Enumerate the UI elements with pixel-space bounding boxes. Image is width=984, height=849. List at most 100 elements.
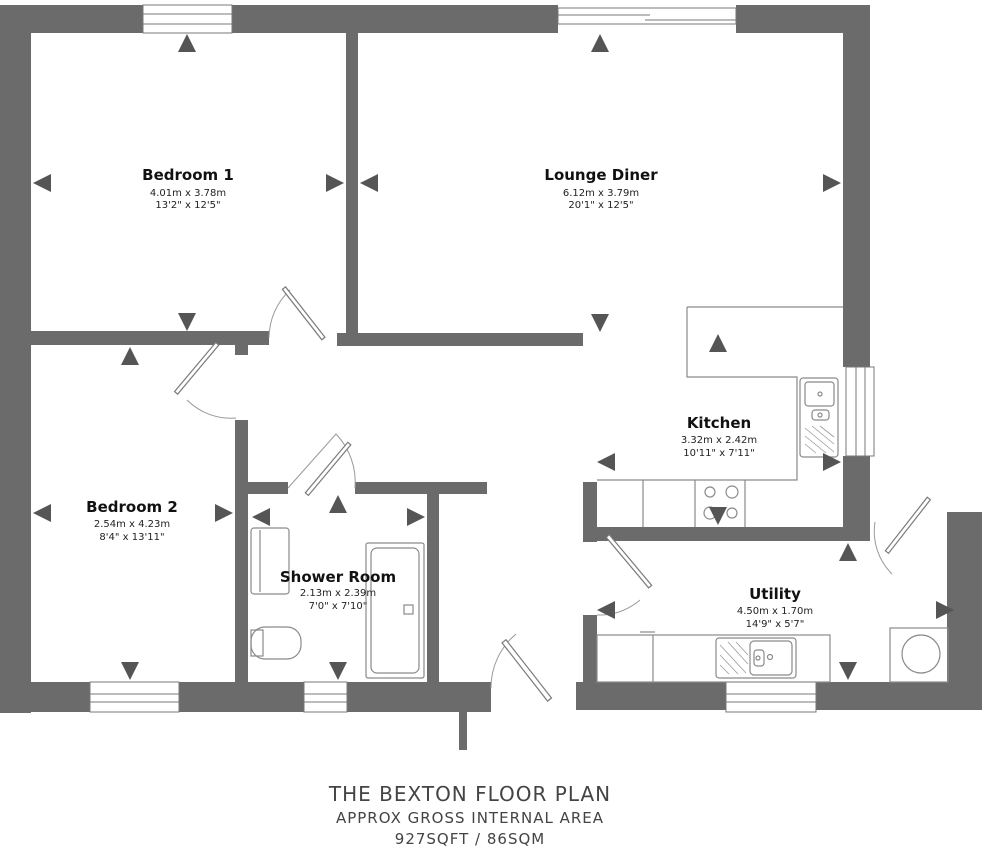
plan-title: THE BEXTON FLOOR PLAN	[328, 782, 611, 806]
toilet	[250, 626, 302, 660]
wall-bottom-1	[0, 682, 90, 712]
room-lounge-diner: Lounge Diner 6.12m x 3.79m 20'1" x 12'5"	[544, 166, 658, 211]
door-front-arc	[490, 633, 517, 689]
door-utility-leaf	[605, 533, 653, 589]
wall-utility-left	[583, 615, 597, 710]
utility-worktop	[596, 634, 831, 683]
arrow-left	[33, 504, 51, 522]
arrows	[33, 34, 954, 680]
room-dim-imperial: 8'4" x 13'11"	[99, 532, 164, 543]
room-dim-imperial: 10'11" x 7'11"	[683, 448, 755, 459]
arrow-right	[936, 601, 954, 619]
arrow-up	[329, 495, 347, 513]
fixtures	[250, 306, 949, 683]
window-utility	[725, 681, 817, 713]
arrow-up	[591, 34, 609, 52]
arrow-right	[215, 504, 233, 522]
room-dim-metric: 4.50m x 1.70m	[737, 606, 813, 617]
window-shower	[303, 681, 348, 713]
arrow-right	[326, 174, 344, 192]
arrow-down	[591, 314, 609, 332]
room-dim-metric: 2.54m x 4.23m	[94, 519, 170, 530]
room-labels: Bedroom 1 4.01m x 3.78m 13'2" x 12'5" Lo…	[86, 166, 813, 630]
arrow-right	[823, 174, 841, 192]
arrow-left	[597, 453, 615, 471]
room-dim-imperial: 14'9" x 5'7"	[746, 619, 805, 630]
windows	[89, 4, 875, 713]
arrow-down	[178, 313, 196, 331]
arrow-up	[709, 334, 727, 352]
room-name: Kitchen	[687, 414, 751, 432]
room-dim-imperial: 20'1" x 12'5"	[568, 200, 633, 211]
arrow-down	[709, 507, 727, 525]
arrow-down	[329, 662, 347, 680]
kitchen-sink	[799, 377, 839, 458]
room-dim-metric: 4.01m x 3.78m	[150, 188, 226, 199]
room-bedroom-1: Bedroom 1 4.01m x 3.78m 13'2" x 12'5"	[142, 166, 234, 211]
room-shower-room: Shower Room 2.13m x 2.39m 7'0" x 7'10"	[280, 568, 396, 612]
door-front-leaf	[501, 638, 553, 702]
wall-top-mid	[232, 5, 558, 33]
door-shower-arc	[287, 433, 356, 489]
window-kitchen	[845, 366, 875, 457]
window-bed2	[89, 681, 180, 713]
wall-bed2-right	[235, 420, 248, 682]
arrow-right	[823, 453, 841, 471]
wall-right-upper	[843, 5, 870, 367]
door-back-arc	[873, 521, 893, 575]
room-name: Lounge Diner	[544, 166, 658, 184]
arrow-up	[178, 34, 196, 52]
wall-right-kitchen	[843, 456, 870, 538]
wall-bed2-stub	[235, 345, 248, 355]
arrow-up	[839, 543, 857, 561]
arrow-down	[839, 662, 857, 680]
wall-shower-top-2	[355, 482, 487, 494]
window-lounge	[557, 7, 737, 25]
arrow-left	[360, 174, 378, 192]
door-back-leaf	[884, 496, 932, 555]
wall-shower-top-1	[248, 482, 288, 494]
wall-bed1-bottom	[31, 331, 269, 345]
room-dim-metric: 6.12m x 3.79m	[563, 188, 639, 199]
arrow-up	[121, 347, 139, 365]
room-bedroom-2: Bedroom 2 2.54m x 4.23m 8'4" x 13'11"	[86, 498, 178, 543]
room-name: Bedroom 1	[142, 166, 234, 184]
wall-utility-bottom-1	[576, 682, 726, 710]
room-utility: Utility 4.50m x 1.70m 14'9" x 5'7"	[737, 585, 813, 630]
room-kitchen: Kitchen 3.32m x 2.42m 10'11" x 7'11"	[681, 414, 757, 459]
shower-tray	[365, 542, 425, 679]
room-name: Shower Room	[280, 568, 396, 586]
room-name: Bedroom 2	[86, 498, 178, 516]
kitchen-counter	[597, 306, 843, 481]
washing-machine	[889, 627, 949, 683]
wall-stub	[459, 700, 467, 750]
plan-area: 927SQFT / 86SQM	[395, 830, 545, 848]
arrow-down	[121, 662, 139, 680]
door-bed2-leaf	[173, 341, 220, 395]
plan-subtitle: APPROX GROSS INTERNAL AREA	[336, 809, 604, 827]
wall-utility-right	[947, 512, 982, 710]
wall-shower-right	[427, 494, 439, 682]
wall-kitchen-bottom	[583, 527, 870, 541]
door-shower-leaf	[304, 441, 352, 497]
walls	[0, 5, 982, 750]
door-bed1-leaf	[281, 286, 326, 341]
plan-footer: THE BEXTON FLOOR PLAN APPROX GROSS INTER…	[328, 782, 611, 848]
wall-lounge-bottom	[337, 333, 583, 346]
arrow-left	[252, 508, 270, 526]
room-dim-imperial: 13'2" x 12'5"	[155, 200, 220, 211]
wall-bottom-2	[179, 682, 304, 712]
room-dim-metric: 2.13m x 2.39m	[300, 588, 376, 599]
room-dim-metric: 3.32m x 2.42m	[681, 435, 757, 446]
door-bed2-arc	[186, 399, 237, 419]
arrow-right	[407, 508, 425, 526]
room-name: Utility	[749, 585, 801, 603]
doors	[173, 286, 932, 702]
arrow-left	[597, 601, 615, 619]
wall-left	[0, 5, 31, 713]
arrow-left	[33, 174, 51, 192]
door-bed1-arc	[268, 289, 291, 339]
wall-bottom-3	[347, 682, 491, 712]
window-bed1	[142, 4, 233, 34]
